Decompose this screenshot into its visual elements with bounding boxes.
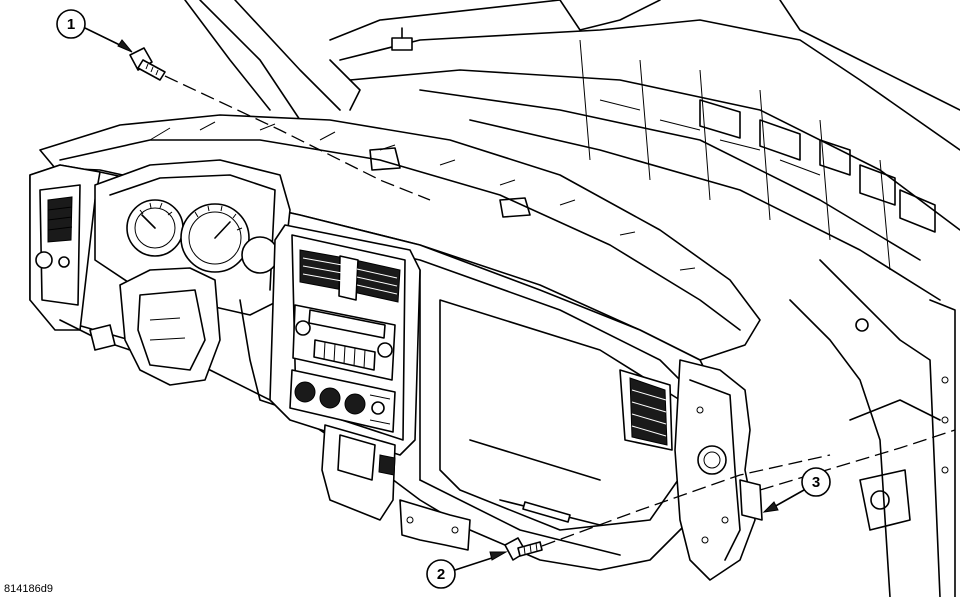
fastener-2 [504,537,543,561]
cowl-structure [184,0,960,597]
gauge-cluster [126,199,279,274]
fastener-2-path [541,454,831,547]
right-vent [619,369,673,451]
fastener-3-path [759,429,956,491]
center-vents [299,249,401,303]
callout-3: 3 [762,467,831,513]
instrument-panel-shell [29,114,763,581]
callout-2: 2 [426,551,508,589]
climate-control [289,369,396,433]
fastener-1 [129,47,166,81]
callout-1: 1 [56,9,133,53]
radio-unit [292,304,396,381]
fastener-1-path [164,75,431,201]
svg-text:2: 2 [437,566,445,583]
svg-text:1: 1 [67,16,75,33]
svg-text:3: 3 [812,474,820,491]
figure-id: 814186d9 [4,583,53,595]
